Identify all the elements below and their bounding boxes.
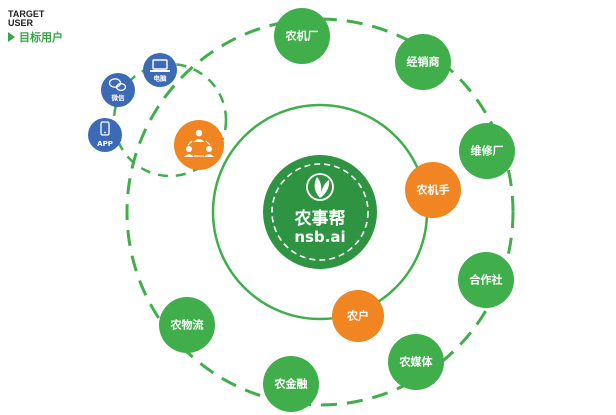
inner-node-nonghu: 农户 [332, 290, 384, 342]
channel-label: APP [97, 140, 113, 148]
center-dashed-ring [271, 163, 369, 261]
outer-node-weixiuchang: 维修厂 [459, 123, 515, 179]
header-title-en-1: TARGET [8, 9, 45, 19]
outer-node-label: 农物流 [170, 318, 204, 332]
inner-node-nongjishou: 农机手 [405, 162, 461, 218]
inner-node-label: 农户 [346, 309, 369, 323]
outer-node-nongmeiti: 农媒体 [388, 334, 444, 390]
outer-node-nongjinrong: 农金融 [263, 356, 319, 412]
outer-node-label: 农金融 [274, 377, 308, 391]
outer-node-label: 农机厂 [285, 29, 319, 43]
laptop-icon [150, 59, 170, 72]
channel-node-app: APP [88, 118, 122, 152]
leaf-logo-icon [306, 173, 334, 201]
outer-node-label: 维修厂 [471, 144, 504, 158]
center-domain: nsb.ai [294, 228, 345, 246]
channel-hub [174, 120, 224, 170]
channel-label: 微信 [111, 93, 126, 102]
outer-node-jingxiaoshang: 经销商 [395, 34, 451, 90]
channel-node-computer: 电脑 [143, 53, 177, 87]
outer-node-label: 合作社 [470, 273, 503, 287]
outer-node-hezuoshe: 合作社 [458, 252, 514, 308]
header-title-zh: 目标用户 [19, 31, 63, 44]
header-title-en-2: USER [8, 18, 34, 28]
phone-icon [100, 121, 110, 136]
center-logo: 农事帮 nsb.ai [263, 155, 377, 269]
people-network-icon [184, 129, 214, 157]
outer-node-label: 经销商 [407, 55, 440, 69]
section-header: TARGET USER 目标用户 [8, 10, 63, 45]
channel-label: 电脑 [154, 74, 168, 83]
channel-dashed-ring [112, 62, 228, 178]
triangle-arrow-icon [8, 32, 15, 42]
outer-node-nongwuliu: 农物流 [159, 297, 215, 353]
outer-node-label: 农媒体 [399, 355, 434, 369]
inner-node-label: 农机手 [416, 183, 450, 197]
wechat-icon [108, 78, 127, 92]
channel-node-wechat: 微信 [101, 73, 135, 107]
center-name: 农事帮 [294, 208, 346, 229]
outer-dashed-ring [125, 17, 515, 407]
outer-node-nongjichang: 农机厂 [274, 8, 330, 64]
header-title-zh-row: 目标用户 [8, 29, 63, 45]
center-circle [263, 155, 377, 269]
